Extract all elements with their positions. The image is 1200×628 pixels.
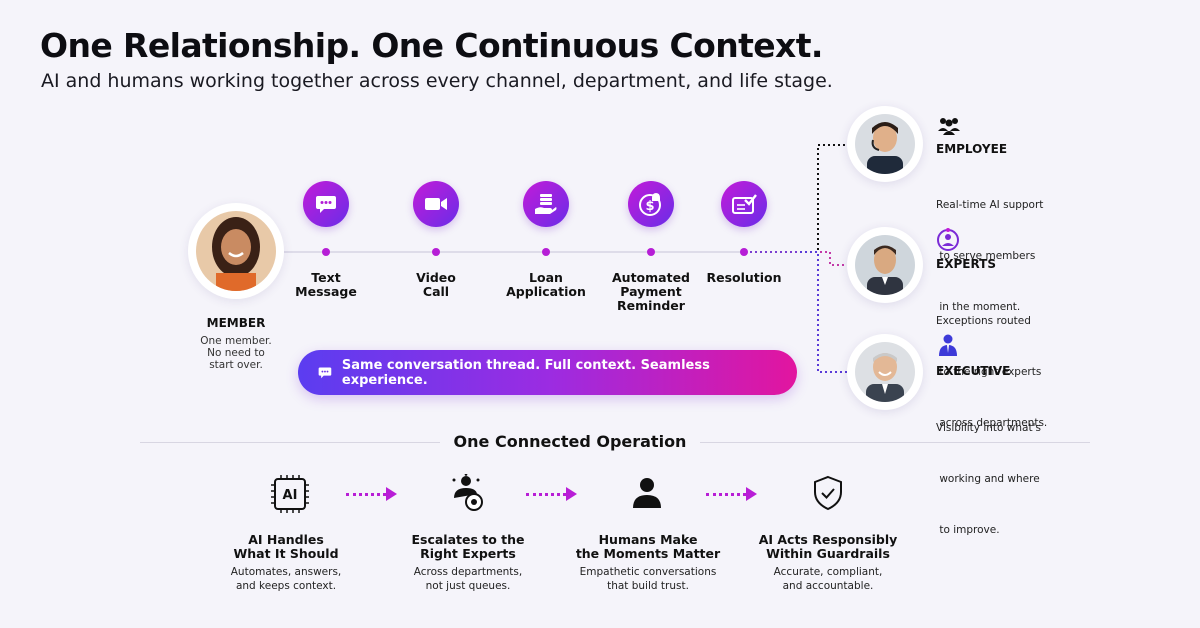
member-photo xyxy=(196,211,276,291)
ai-chip-label: AI xyxy=(283,488,298,503)
channel-video-call-icon xyxy=(413,181,459,227)
employee-description: Real-time AI support to serve members in… xyxy=(936,199,1044,313)
chat-bubble-icon xyxy=(318,367,332,379)
executive-avatar xyxy=(847,334,923,410)
connector-executive xyxy=(800,251,850,373)
channel-text-message-dot xyxy=(322,248,330,256)
employee-title: EMPLOYEE xyxy=(936,142,1008,156)
feature-ai-handles-desc: Automates, answers,and keeps context. xyxy=(230,566,342,592)
shield-check-icon xyxy=(812,475,844,515)
channel-resolution-label: Resolution xyxy=(706,270,782,285)
experts-title: EXPERTS xyxy=(936,257,996,271)
flow-arrow-3 xyxy=(706,487,757,501)
ai-chip-icon: AI xyxy=(270,474,310,518)
money-hand-icon xyxy=(535,194,557,214)
feature-escalates-desc: Across departments,not just queues. xyxy=(413,566,523,592)
employee-photo xyxy=(855,114,915,174)
page-subtitle: AI and humans working together across ev… xyxy=(41,70,833,92)
channel-payment-reminder-dot xyxy=(647,248,655,256)
video-camera-icon xyxy=(425,198,447,210)
chat-bubble-icon xyxy=(316,196,336,213)
employee-avatar xyxy=(847,106,923,182)
team-icon xyxy=(936,116,962,140)
executive-photo xyxy=(855,342,915,402)
member-avatar xyxy=(188,203,284,299)
channel-payment-reminder-icon: $ xyxy=(628,181,674,227)
dollar-bell-icon: $ xyxy=(639,193,661,216)
context-banner-text: Same conversation thread. Full context. … xyxy=(341,357,710,388)
svg-text:$: $ xyxy=(645,199,654,214)
executive-icon xyxy=(936,333,960,361)
experts-photo xyxy=(855,235,915,295)
expert-icon xyxy=(936,228,960,256)
experts-description: Exceptions routed to the right experts a… xyxy=(936,315,1048,429)
channel-text-message-icon xyxy=(303,181,349,227)
executive-title: EXECUTIVE xyxy=(936,364,1011,378)
executive-description: Visibility into what's working and where… xyxy=(936,422,1041,536)
connector-employee xyxy=(800,144,850,253)
separator-right xyxy=(700,442,1090,443)
check-document-icon xyxy=(732,194,757,214)
flow-arrow-2 xyxy=(526,487,577,501)
flow-arrow-1 xyxy=(346,487,397,501)
context-banner: Same conversation thread. Full context. … xyxy=(298,350,797,395)
person-icon xyxy=(632,477,662,513)
separator-left xyxy=(140,442,440,443)
feature-responsible-desc: Accurate, compliant,and accountable. xyxy=(773,566,883,592)
member-title: MEMBER xyxy=(206,316,266,330)
channel-video-call-dot xyxy=(432,248,440,256)
channel-loan-application-icon xyxy=(523,181,569,227)
channel-loan-application-dot xyxy=(542,248,550,256)
connector-experts xyxy=(800,251,850,266)
experts-avatar xyxy=(847,227,923,303)
escalate-badge-icon xyxy=(450,473,486,518)
operation-title: One Connected Operation xyxy=(453,432,687,451)
member-description: One member. No need to start over. xyxy=(200,335,272,371)
channel-resolution-icon xyxy=(721,181,767,227)
page-title: One Relationship. One Continuous Context… xyxy=(40,26,823,65)
channel-resolution-dot xyxy=(740,248,748,256)
